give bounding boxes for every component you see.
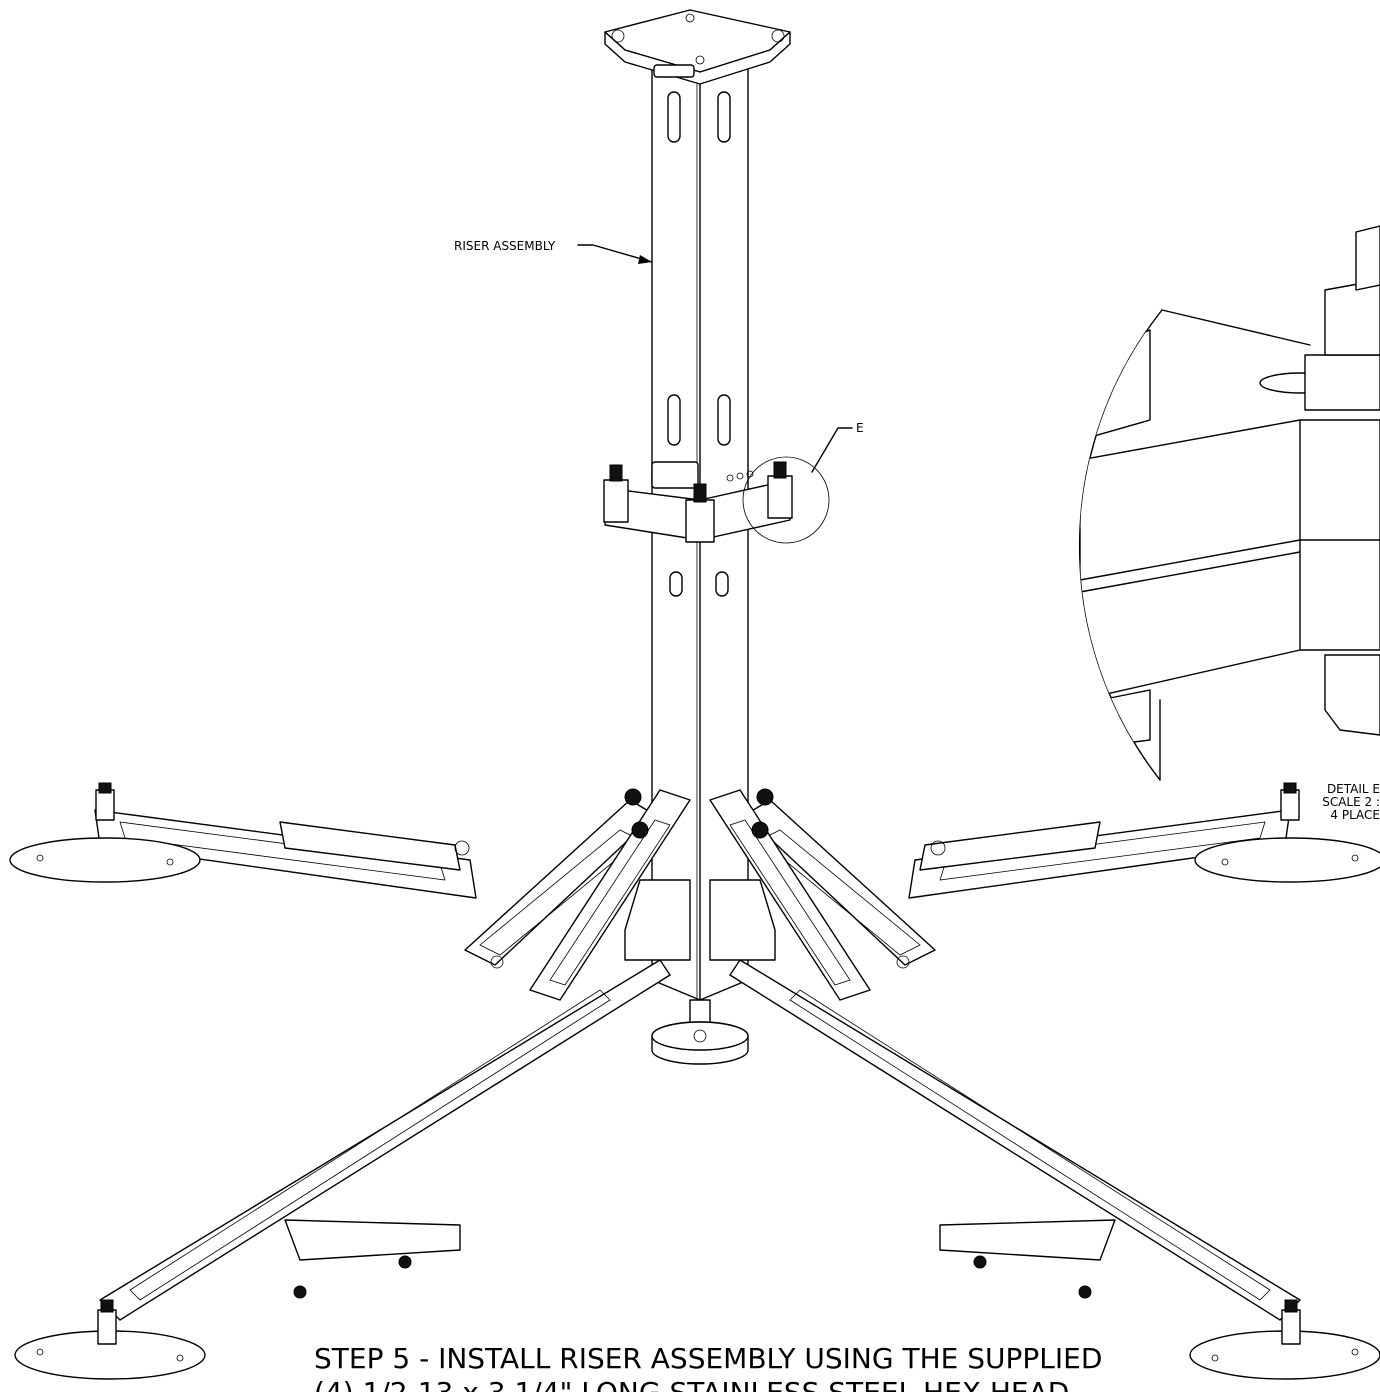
instruction-line-2: (4) 1/2-13 x 3 1/4" LONG STAINLESS STEEL… [314, 1376, 1069, 1392]
center-bracket-right [709, 879, 776, 961]
clamp-collar [603, 461, 793, 543]
instruction-line-1: STEP 5 - INSTALL RISER ASSEMBLY USING TH… [314, 1342, 1102, 1375]
detail-e-marker-circle [742, 456, 830, 544]
center-bracket-left [624, 879, 691, 961]
detail-leader [811, 427, 853, 473]
center-leveling-foot [651, 999, 749, 1065]
strut-left [454, 788, 691, 1001]
leg-front-right [729, 959, 1380, 1380]
riser-assembly-label: RISER ASSEMBLY [454, 239, 556, 253]
detail-e-view [1078, 225, 1380, 781]
leg-front-left [14, 959, 671, 1380]
detail-scale: SCALE 2 : [1322, 795, 1380, 809]
strut-right [709, 788, 946, 1001]
top-mounting-plate [604, 9, 791, 85]
rear-brace-right [919, 821, 1101, 871]
rear-brace-left [279, 821, 461, 871]
detail-places: 4 PLACE [1330, 808, 1380, 822]
riser-leader [577, 244, 653, 264]
detail-marker-label: E [856, 421, 864, 435]
leg-back-right [908, 782, 1380, 899]
detail-title: DETAIL E [1327, 782, 1380, 796]
leg-back-left [9, 782, 477, 899]
